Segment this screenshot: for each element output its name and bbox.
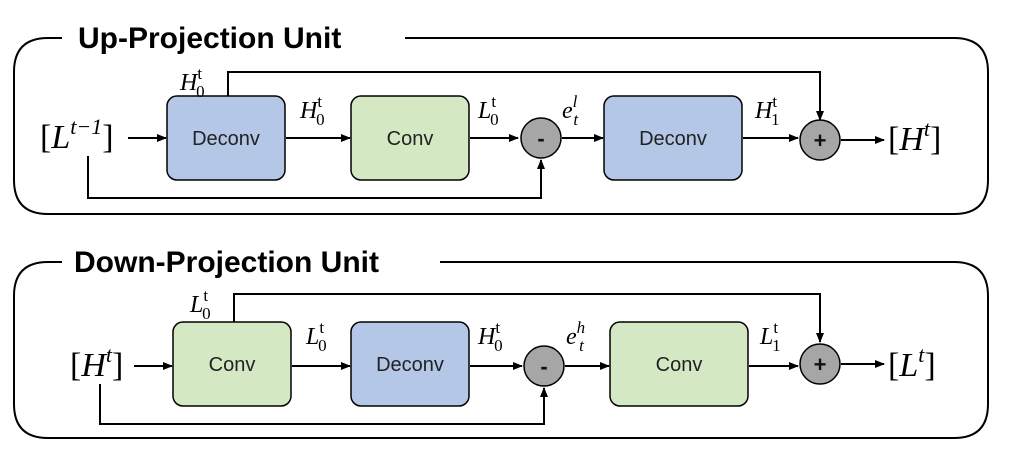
up-minus-operator [520,117,562,159]
down-minus-operator [523,345,565,387]
down-title: Down-Projection Unit [74,246,379,279]
up-block-deconv-1-label: Deconv [192,128,260,150]
down-input-label: [Ht] [70,342,123,384]
down-minus-symbol: - [540,354,547,379]
down-plus-operator [799,343,841,385]
up-title: Up-Projection Unit [78,22,341,55]
down-block-conv-2 [609,321,749,407]
up-output-label: [Ht] [888,116,941,158]
up-block-conv [350,95,470,181]
up-block-deconv-2-label: Deconv [639,128,707,150]
up-frame [13,37,989,215]
down-block-conv-1-label: Conv [209,354,256,376]
up-block-conv-label: Conv [387,128,434,150]
down-plus-symbol: + [814,352,827,377]
up-skip-connection [227,71,824,121]
down-input-feedback [99,384,548,425]
down-block-conv-2-label: Conv [656,354,703,376]
down-output-label: [Lt] [888,342,936,384]
up-input-label: [Lt−1] [40,114,114,156]
down-block-conv-1 [172,321,292,407]
down-frame [13,261,989,439]
up-input-feedback [87,156,545,199]
up-block-deconv-1 [166,95,286,181]
down-block-deconv [350,321,470,407]
up-plus-symbol: + [814,128,827,153]
up-plus-operator [799,119,841,161]
down-block-deconv-label: Deconv [376,354,444,376]
down-skip-connection [233,293,824,343]
up-minus-symbol: - [537,126,544,151]
up-block-deconv-2 [603,95,743,181]
